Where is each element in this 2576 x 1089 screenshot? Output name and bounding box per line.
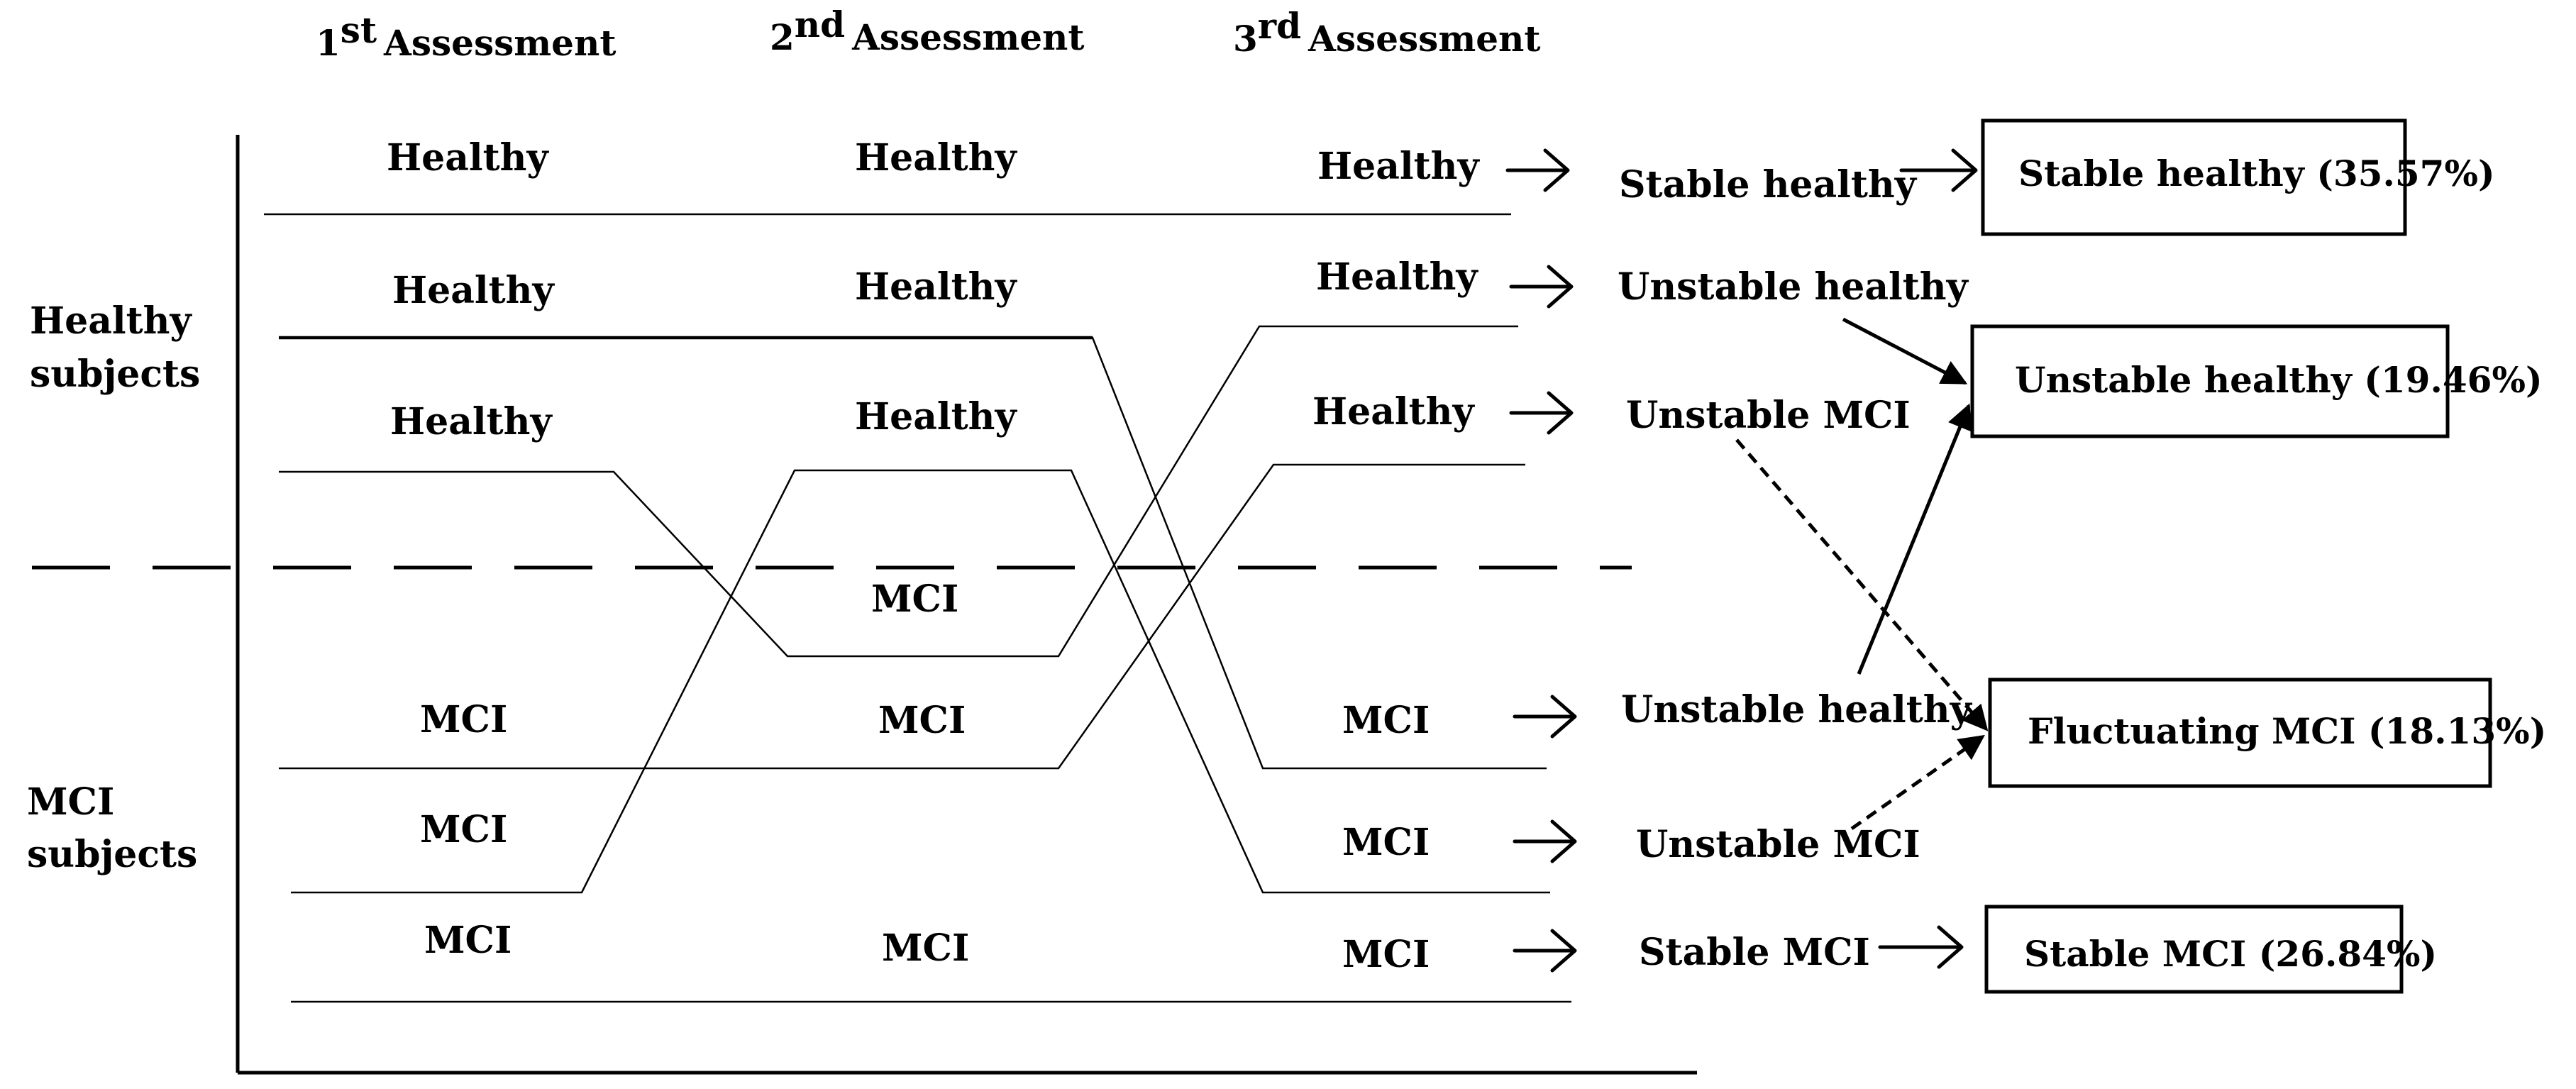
col3-label-2: Healthy <box>1316 255 1478 299</box>
outcome-label-fluctuating-mci: Fluctuating MCI (18.13%) <box>2028 710 2546 752</box>
col3-label-5: MCI <box>1342 821 1430 864</box>
outcome-box-stable-mci: Stable MCI (26.84%) <box>1984 905 2437 994</box>
col2-label-2: Healthy <box>855 265 1017 309</box>
col3-label-4: MCI <box>1342 699 1430 742</box>
outcome-box-unstable-healthy: Unstable healthy (19.46%) <box>1970 324 2543 438</box>
col2-label-3: Healthy <box>855 395 1017 438</box>
arrow-icons-outcome <box>1878 148 1978 969</box>
trajectory-label-5: Unstable MCI <box>1636 823 1920 866</box>
arrow-unstable-healthy-to-outcome <box>1842 317 1968 385</box>
right-arrow-icon <box>1509 265 1574 309</box>
group-label-mci-line2: subjects <box>27 833 197 876</box>
col1-label-2: Healthy <box>392 269 555 312</box>
col3-label-3: Healthy <box>1312 390 1475 433</box>
col1-label-4: MCI <box>420 698 507 741</box>
col2-label-5: MCI <box>878 699 966 742</box>
col2-label-4: MCI <box>871 577 958 621</box>
arrow-unstable-healthy-mci-to-outcome <box>1857 403 1972 675</box>
path-mci-healthy-mci <box>291 469 1550 894</box>
trajectory-label-6: Stable MCI <box>1639 931 1870 974</box>
col1-label-6: MCI <box>424 919 512 962</box>
arrow-unstable-mci-to-fluctuating <box>1735 438 1989 731</box>
outcome-label-stable-mci: Stable MCI (26.84%) <box>2024 933 2437 975</box>
group-label-healthy-line1: Healthy <box>30 299 192 343</box>
col1-label-3: Healthy <box>390 400 553 443</box>
trajectory-label-3: Unstable MCI <box>1626 394 1911 437</box>
outcome-label-unstable-healthy: Unstable healthy (19.46%) <box>2015 359 2543 401</box>
outcome-box-fluctuating-mci: Fluctuating MCI (18.13%) <box>1988 678 2546 788</box>
trajectory-label-1: Stable healthy <box>1619 163 1918 206</box>
right-arrow-icon <box>1878 925 1964 969</box>
group-label-mci-line1: MCI <box>27 780 114 824</box>
col1-label-1: Healthy <box>387 136 549 179</box>
trajectory-label-2: Unstable healthy <box>1618 265 1969 309</box>
col3-label-6: MCI <box>1342 933 1430 976</box>
col2-label-1: Healthy <box>855 136 1017 179</box>
group-label-healthy-line2: subjects <box>30 353 200 396</box>
right-arrow-icon <box>1899 148 1978 192</box>
arrow-icons-col3 <box>1505 148 1577 973</box>
right-arrow-icon <box>1505 148 1570 192</box>
col2-label-6: MCI <box>882 927 969 970</box>
right-arrow-icon <box>1513 929 1577 973</box>
col1-label-5: MCI <box>420 808 507 851</box>
trajectory-label-4: Unstable healthy <box>1621 688 1973 731</box>
right-arrow-icon <box>1509 391 1574 435</box>
path-mci-mci-healthy <box>279 463 1525 770</box>
arrow-unstable-mci2-to-fluctuating <box>1850 734 1985 831</box>
outcome-box-stable-healthy: Stable healthy (35.57%) <box>1981 118 2495 236</box>
right-arrow-icon <box>1513 819 1577 863</box>
path-healthy-mci-healthy <box>279 325 1518 658</box>
right-arrow-icon <box>1513 695 1577 739</box>
outcome-label-stable-healthy: Stable healthy (35.57%) <box>2018 153 2495 194</box>
col3-label-1: Healthy <box>1317 145 1480 188</box>
